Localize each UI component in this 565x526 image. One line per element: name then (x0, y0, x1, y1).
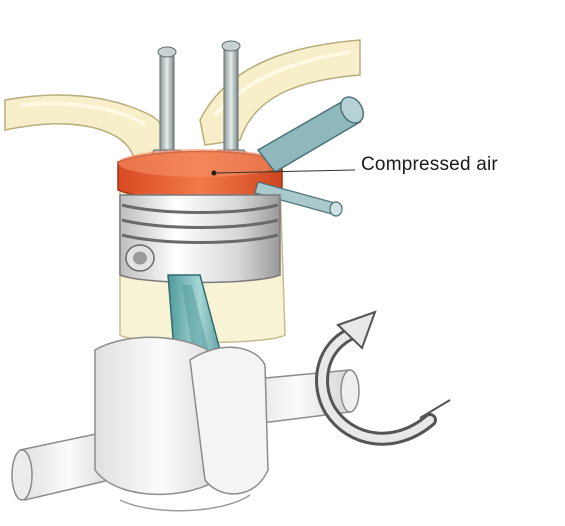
compressed-air-label: Compressed air (361, 154, 498, 176)
crankshaft (12, 337, 359, 510)
piston (120, 195, 280, 283)
fuel-injector (258, 93, 368, 172)
